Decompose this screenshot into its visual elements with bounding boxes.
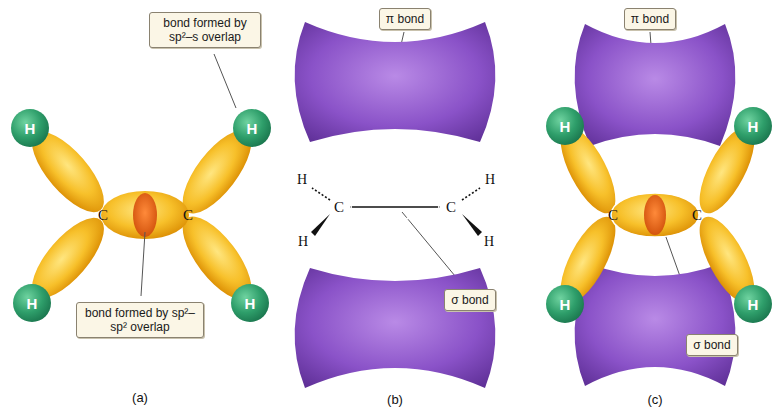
atom-label: C — [692, 207, 702, 224]
callout-text: bond formed by sp²–sp² overlap — [83, 306, 197, 334]
callout-box: σ bond — [444, 289, 495, 311]
panel-label: (b) — [387, 392, 403, 407]
callout-text: bond formed by sp²–s overlap — [156, 16, 254, 44]
atom-label: H — [298, 234, 308, 250]
atom-label: C — [98, 207, 108, 224]
callout-box: σ bond — [686, 334, 737, 356]
atom-symbol: H — [748, 296, 759, 313]
hydrogen-atom: H — [231, 284, 269, 322]
atom-label: H — [297, 172, 307, 188]
callout-box: bond formed by sp²–s overlap — [149, 12, 261, 48]
panel-c-orbitals — [550, 24, 765, 386]
callout-box: π bond — [624, 8, 676, 30]
hydrogen-atom: H — [233, 109, 271, 147]
atom-label: C — [183, 207, 193, 224]
atom-symbol: H — [748, 118, 759, 135]
hydrogen-atom: H — [734, 285, 772, 323]
atom-symbol: H — [25, 120, 36, 137]
panel-b-pi-lobes — [295, 22, 496, 388]
hydrogen-atom: H — [734, 107, 772, 145]
atom-label: C — [334, 199, 344, 216]
hydrogen-atom: H — [546, 107, 584, 145]
panel-a-orbitals — [20, 120, 263, 310]
atom-label: H — [484, 234, 494, 250]
atom-symbol: H — [560, 118, 571, 135]
atom-label: C — [608, 207, 618, 224]
hydrogen-atom: H — [13, 284, 51, 322]
panel-label: (c) — [647, 392, 662, 407]
callout-text: π bond — [631, 12, 669, 26]
atom-symbol: H — [560, 296, 571, 313]
panel-label: (a) — [132, 390, 148, 405]
callout-text: σ bond — [451, 293, 488, 307]
atom-symbol: H — [245, 295, 256, 312]
atom-label: C — [446, 199, 456, 216]
atom-label: H — [485, 172, 495, 188]
callout-box: π bond — [379, 8, 431, 30]
callout-box: bond formed by sp²–sp² overlap — [76, 302, 204, 338]
panel-b-bonds — [311, 188, 482, 236]
hydrogen-atom: H — [546, 285, 584, 323]
atom-symbol: H — [27, 295, 38, 312]
callout-text: σ bond — [693, 338, 730, 352]
callout-text: π bond — [386, 12, 424, 26]
atom-symbol: H — [247, 120, 258, 137]
hydrogen-atom: H — [11, 109, 49, 147]
